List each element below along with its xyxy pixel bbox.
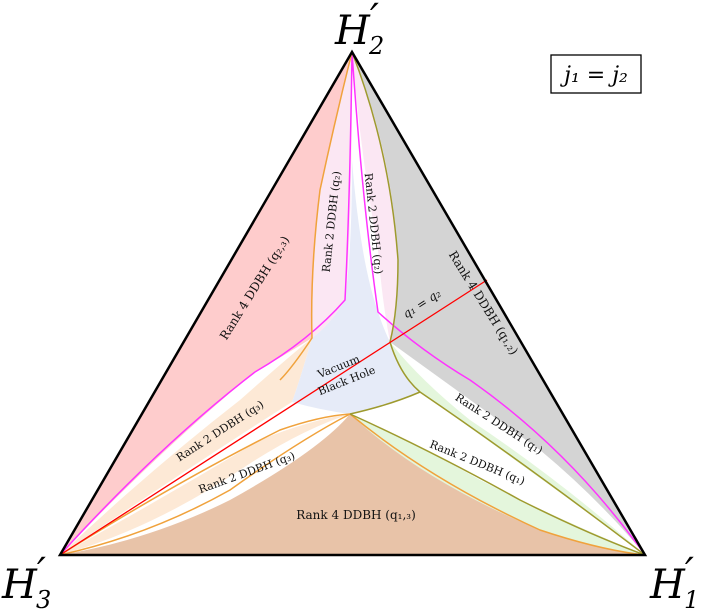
region-vacuum xyxy=(292,160,420,414)
vertex-left-label: H′3 xyxy=(1,550,51,614)
equality-line xyxy=(59,279,488,556)
magenta-curve-left xyxy=(59,51,353,556)
region-rank2-q3 xyxy=(60,338,350,555)
vertex-right-label: H′1 xyxy=(649,550,699,614)
olive-curve-lower-right xyxy=(349,413,646,556)
condition-box xyxy=(550,54,642,94)
magenta-curve-right xyxy=(351,51,646,556)
orange-curve-bottom-right xyxy=(349,413,646,556)
region-rank4-q13 xyxy=(60,414,645,555)
region-rank2-q1 xyxy=(350,342,645,555)
orange-curve-top-left xyxy=(279,51,353,381)
condition-text: j₁ = j₂ xyxy=(559,63,628,88)
vertex-top-label: H′2 xyxy=(334,0,384,60)
region-rank2-q2 xyxy=(312,52,398,342)
olive-curve-bottom xyxy=(349,391,421,415)
orange-curve-bottom xyxy=(59,413,351,556)
triangle-outline xyxy=(57,49,648,557)
label-rank4-q13: Rank 4 DDBH (q₁,₃) xyxy=(296,508,416,522)
